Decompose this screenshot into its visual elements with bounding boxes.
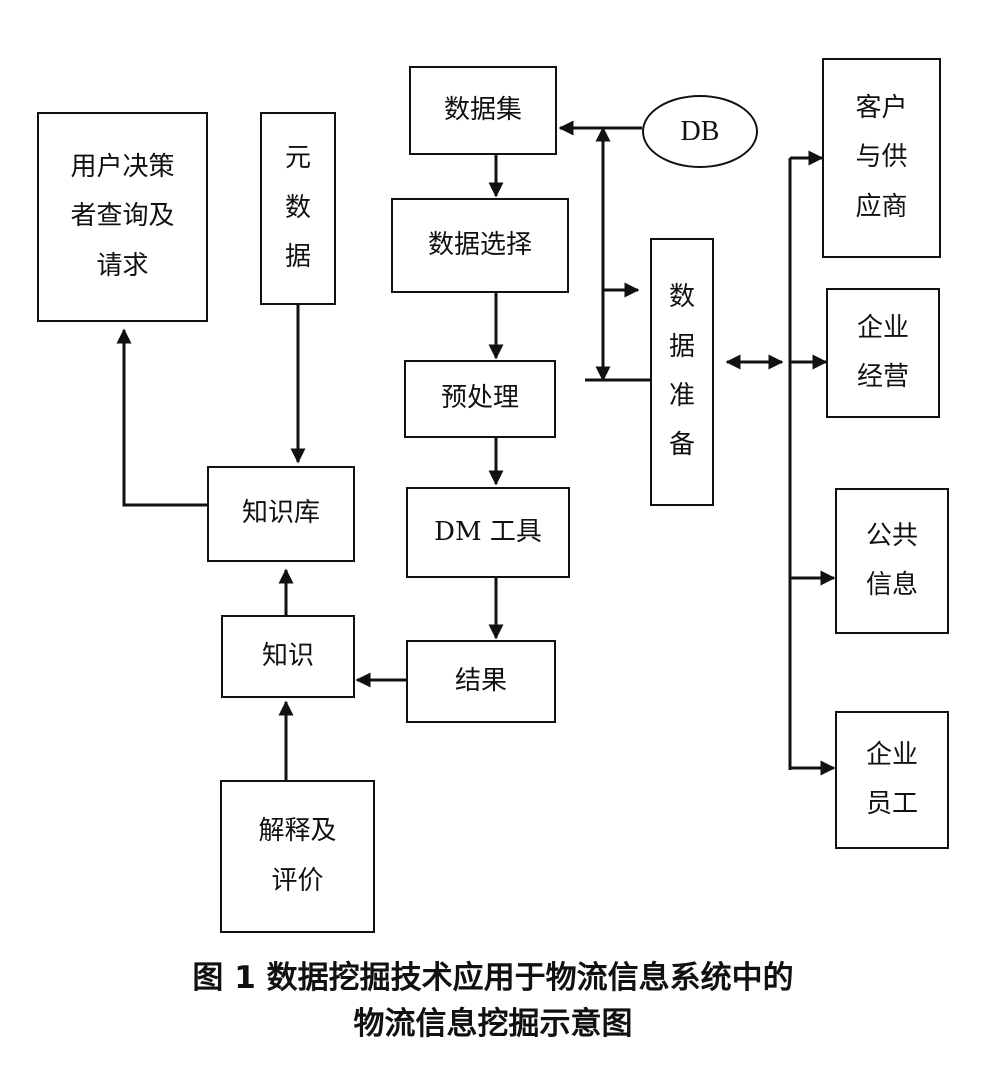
employees-box: 企业 员工 [835,711,949,849]
data-prep-box: 数据准备 [650,238,714,506]
arrow-knowledge-base-to-user-request [116,328,208,507]
enterprise-ops-box: 企业 经营 [826,288,940,418]
data-prep-label: 数据准备 [668,282,695,461]
figure-caption-line2: 物流信息挖掘示意图 [353,1006,633,1042]
dm-tool-box: DM 工具 [406,487,570,578]
metadata-label: 元数据 [284,143,311,273]
customer-supplier-box: 客户 与供 应商 [822,58,941,258]
user-request-box: 用户决策 者查询及 请求 [37,112,208,322]
figure-caption-line1: 图 1 数据挖掘技术应用于物流信息系统中的 [192,960,794,996]
db-ellipse: DB [642,95,758,168]
interpret-evaluate-box: 解释及 评价 [220,780,375,933]
knowledge-box: 知识 [221,615,355,698]
result-box: 结果 [406,640,556,723]
public-info-box: 公共 信息 [835,488,949,634]
knowledge-base-box: 知识库 [207,466,355,562]
metadata-box: 元数据 [260,112,336,305]
dataset-box: 数据集 [409,66,557,155]
data-select-box: 数据选择 [391,198,569,293]
preprocess-box: 预处理 [404,360,556,438]
